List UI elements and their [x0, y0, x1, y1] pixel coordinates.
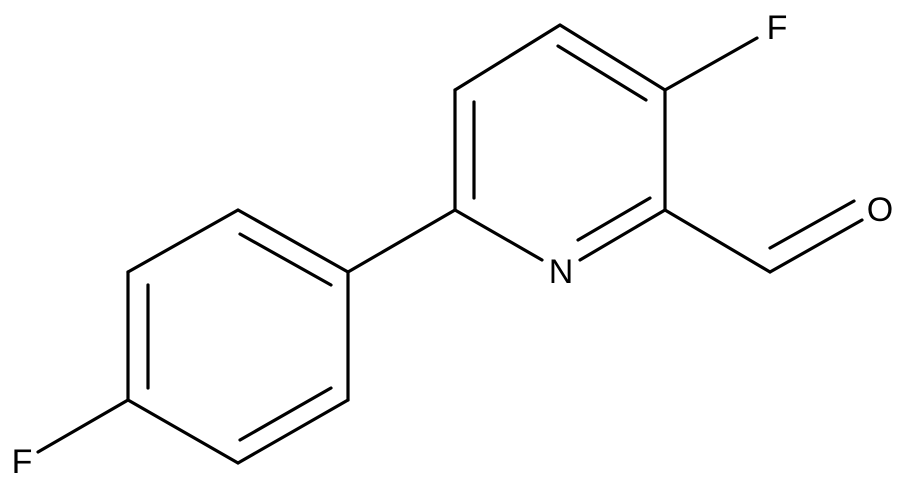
bond-cho-o-inner — [768, 199, 856, 250]
bond-p1-p2 — [236, 208, 350, 274]
bond-cho-o — [768, 218, 864, 274]
phenyl-ring — [36, 208, 350, 465]
bond-p5-p6-inner — [238, 386, 333, 442]
atom-label-nitrogen: N — [549, 253, 574, 291]
bond-c6-n1 — [453, 208, 544, 262]
biaryl-link — [346, 208, 457, 274]
bond-c2-cho — [663, 208, 772, 274]
pyridine-substituents — [663, 36, 864, 274]
bond-p2-p3 — [126, 208, 240, 274]
bond-p4-p5 — [126, 398, 240, 465]
atom-label-fluorine-pyridine: F — [767, 9, 788, 47]
bond-p5-p6 — [236, 398, 350, 465]
bond-c6-phenyl — [346, 208, 457, 274]
bond-c3-f — [663, 36, 759, 92]
bond-p4-f — [36, 398, 130, 454]
bond-n1-c2 — [578, 208, 667, 262]
atom-label-oxygen: O — [867, 191, 893, 229]
atom-label-fluorine-phenyl: F — [12, 443, 33, 481]
bond-p1-p2-inner — [238, 232, 333, 287]
pyridine-ring — [453, 23, 667, 262]
bond-n1-c2-inner — [576, 196, 652, 242]
bond-c3-c4-inner — [556, 44, 648, 102]
bond-c3-c4 — [558, 23, 667, 92]
bond-c4-c5 — [453, 23, 562, 92]
